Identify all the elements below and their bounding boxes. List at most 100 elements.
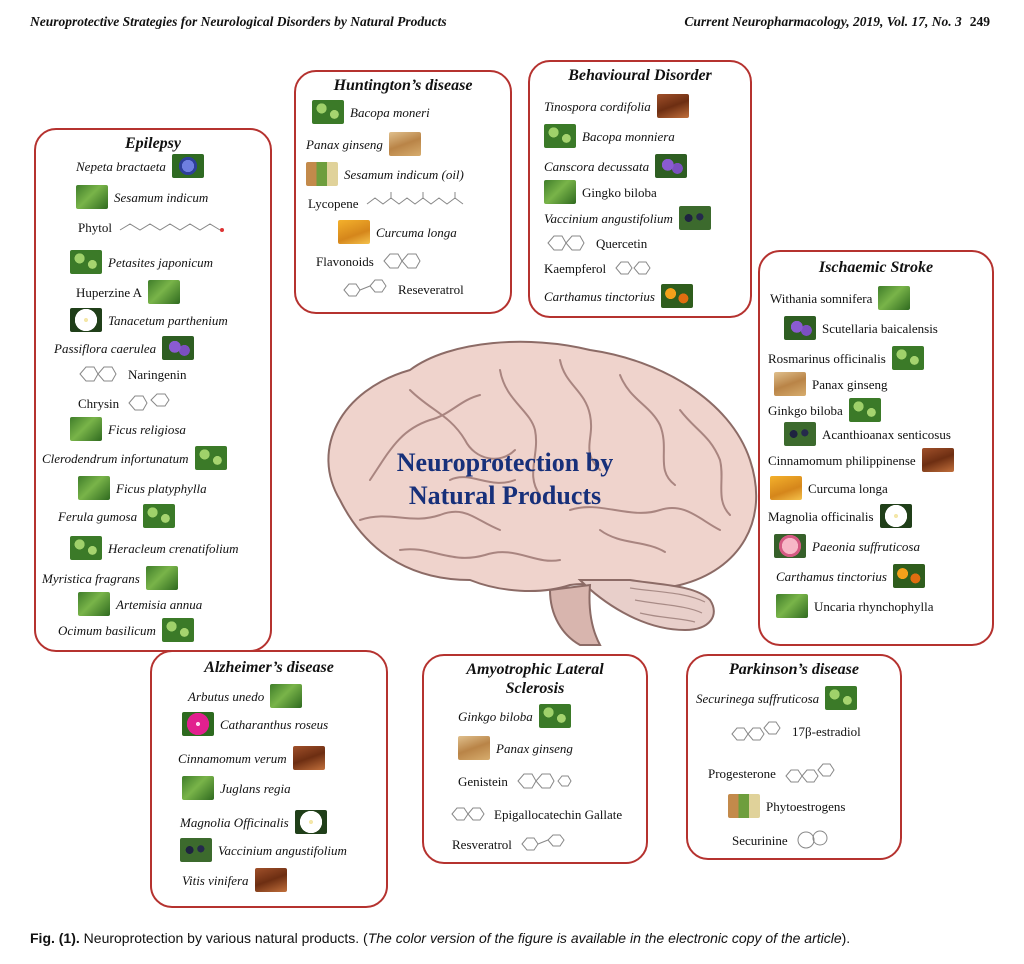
list-item: Epigallocatechin Gallate <box>448 802 622 826</box>
behavioural-box: Behavioural Disorder Tinospora cordifoli… <box>528 60 752 318</box>
plant-photo <box>848 398 881 422</box>
list-item: Juglans regia <box>182 776 291 800</box>
list-item: Genistein <box>458 770 574 792</box>
list-item: Paeonia suffruticosa <box>774 534 920 558</box>
molecule-structure <box>794 828 834 852</box>
list-item: 17β-estradiol <box>728 718 861 744</box>
list-item: Bacopa monniera <box>544 124 675 148</box>
als-title: Amyotrophic Lateral Sclerosis <box>424 660 646 698</box>
list-item: Magnolia officinalis <box>768 504 912 528</box>
plant-photo <box>656 94 689 118</box>
caption-text: Neuroprotection by various natural produ… <box>79 930 368 946</box>
behavioural-title: Behavioural Disorder <box>568 67 712 84</box>
plant-photo <box>774 372 806 396</box>
list-item: Catharanthus roseus <box>182 712 328 736</box>
list-item: Ocimum basilicum <box>58 618 194 642</box>
list-item: Progesterone <box>708 760 840 786</box>
plant-photo <box>182 712 214 736</box>
plant-photo <box>678 206 711 230</box>
list-item: Carthamus tinctorius <box>544 284 693 308</box>
plant-photo <box>879 504 912 528</box>
alzheimer-box: Alzheimer’s disease Arbutus unedo Cathar… <box>150 650 388 908</box>
list-item: Petasites japonicum <box>70 250 213 274</box>
parkinson-title: Parkinson’s disease <box>729 661 859 678</box>
list-item: Tanacetum parthenium <box>70 308 228 332</box>
plant-photo <box>70 417 102 441</box>
list-item: Canscora decussata <box>544 154 688 178</box>
list-item: Withania somnifera <box>770 286 911 310</box>
list-item: Rosmarinus officinalis <box>768 346 924 370</box>
plant-photo <box>338 220 370 244</box>
journal-citation: Current Neuropharmacology, 2019, Vol. 17… <box>684 14 962 29</box>
page-number: 249 <box>969 14 990 29</box>
list-item: Panax ginseng <box>458 736 573 760</box>
list-item: Flavonoids <box>316 250 426 272</box>
list-item: Resveratrol <box>452 834 570 854</box>
plant-photo <box>878 286 911 310</box>
plant-photo <box>78 592 110 616</box>
list-item: Ficus platyphylla <box>78 476 207 500</box>
molecule-structure <box>544 232 590 254</box>
list-item: Huperzine A <box>76 280 181 304</box>
plant-photo <box>171 154 204 178</box>
list-item: Ferula gumosa <box>58 504 176 528</box>
list-item: Sesamum indicum (oil) <box>306 162 464 186</box>
plant-photo <box>70 308 102 332</box>
caption-end: ). <box>841 930 851 946</box>
plant-photo <box>294 810 327 834</box>
plant-photo <box>728 794 760 818</box>
list-item: Vaccinium angustifolium <box>544 206 711 230</box>
list-item: Ginkgo biloba <box>768 398 881 422</box>
list-item: Cinnamomum philippinense <box>768 448 954 472</box>
list-item: Lycopene <box>308 192 475 214</box>
molecule-structure <box>118 218 228 236</box>
plant-photo <box>306 162 338 186</box>
plant-photo <box>180 838 212 862</box>
molecule-structure <box>728 718 786 744</box>
center-title: Neuroprotection by Natural Products <box>340 446 670 512</box>
list-item: Reseveratrol <box>340 278 464 300</box>
list-item: Curcuma longa <box>770 476 888 500</box>
molecule-structure <box>76 363 122 385</box>
plant-photo <box>148 280 181 304</box>
plant-photo <box>254 868 287 892</box>
list-item: Kaempferol <box>544 258 662 278</box>
list-item: Magnolia Officinalis <box>180 810 327 834</box>
molecule-structure <box>448 802 488 826</box>
plant-photo <box>660 284 693 308</box>
als-title-line2: Sclerosis <box>505 680 565 697</box>
plant-photo <box>312 100 344 124</box>
molecule-structure <box>365 192 475 214</box>
center-title-line1: Neuroprotection by <box>396 448 614 477</box>
ischaemic-box: Ischaemic Stroke Withania somnifera Scut… <box>758 250 994 646</box>
list-item: Ginkgo biloba <box>458 704 571 728</box>
plant-photo <box>143 504 176 528</box>
huntington-box: Huntington’s disease Bacopa moneri Panax… <box>294 70 512 314</box>
list-item: Sesamum indicum <box>76 185 208 209</box>
list-item: Uncaria rhynchophylla <box>776 594 933 618</box>
plant-photo <box>891 346 924 370</box>
list-item: Gingko biloba <box>544 180 657 204</box>
list-item: Arbutus unedo <box>188 684 303 708</box>
molecule-structure <box>514 770 574 792</box>
list-item: Vitis vinifera <box>182 868 287 892</box>
plant-photo <box>292 746 325 770</box>
list-item: Cinnamomum verum <box>178 746 325 770</box>
plant-photo <box>162 336 195 360</box>
list-item: Panax ginseng <box>306 132 421 156</box>
huntington-title: Huntington’s disease <box>333 77 473 94</box>
plant-photo <box>78 476 110 500</box>
plant-photo <box>544 124 576 148</box>
plant-photo <box>784 316 816 340</box>
plant-photo <box>388 132 421 156</box>
list-item: Artemisia annua <box>78 592 202 616</box>
list-item: Passiflora caerulea <box>54 336 195 360</box>
plant-photo <box>182 776 214 800</box>
plant-photo <box>544 180 576 204</box>
molecule-structure <box>612 258 662 278</box>
list-item: Tinospora cordifolia <box>544 94 689 118</box>
running-header-journal: Current Neuropharmacology, 2019, Vol. 17… <box>684 14 990 30</box>
list-item: Quercetin <box>544 232 647 254</box>
list-item: Securinega suffruticosa <box>696 686 858 710</box>
als-title-line1: Amyotrophic Lateral <box>466 661 604 678</box>
